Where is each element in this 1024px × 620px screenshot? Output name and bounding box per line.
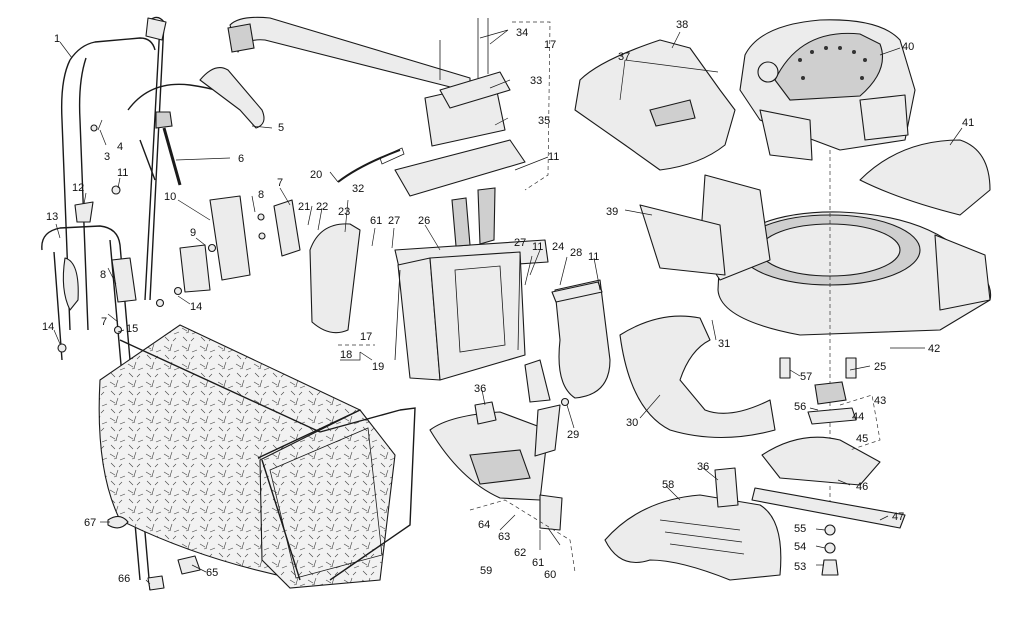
callout-36a: 36 xyxy=(474,383,486,395)
callout-31: 31 xyxy=(718,338,730,350)
callout-11a: 11 xyxy=(117,167,128,179)
callout-28: 28 xyxy=(570,247,582,259)
callout-37: 37 xyxy=(618,51,630,63)
callout-17b: 17 xyxy=(360,331,372,343)
cable-and-lever xyxy=(127,67,265,186)
callout-40: 40 xyxy=(902,41,914,53)
top-bar-handle xyxy=(227,16,526,197)
callout-23: 23 xyxy=(338,206,350,218)
callout-67: 67 xyxy=(84,517,96,529)
callout-53: 53 xyxy=(794,561,806,573)
callout-11b: 11 xyxy=(548,151,559,163)
blade-assembly xyxy=(751,150,906,576)
callout-24: 24 xyxy=(552,241,564,253)
callout-labels: 1 3 4 5 6 7 7 8 8 9 10 11 11 11 11 12 13… xyxy=(42,19,974,585)
callout-61b: 61 xyxy=(532,557,544,569)
callout-13: 13 xyxy=(46,211,58,223)
leader-lines xyxy=(53,29,963,585)
callout-1: 1 xyxy=(54,33,60,45)
callout-55: 55 xyxy=(794,523,806,535)
callout-10: 10 xyxy=(164,191,176,203)
callout-8a: 8 xyxy=(258,189,264,201)
callout-18: 18 xyxy=(340,349,352,361)
callout-6: 6 xyxy=(238,153,244,165)
callout-21: 21 xyxy=(298,201,310,213)
callout-41: 41 xyxy=(962,117,974,129)
callout-25: 25 xyxy=(874,361,886,373)
callout-15: 15 xyxy=(126,323,138,335)
callout-17a: 17 xyxy=(544,39,556,51)
callout-34: 34 xyxy=(516,27,528,39)
engine-cover-38 xyxy=(574,39,736,171)
callout-27a: 27 xyxy=(388,215,400,227)
callout-38: 38 xyxy=(676,19,688,31)
bag-small-parts xyxy=(107,515,201,591)
callout-56: 56 xyxy=(794,401,806,413)
callout-64: 64 xyxy=(478,519,490,531)
callout-19: 19 xyxy=(372,361,384,373)
side-cover xyxy=(309,223,361,334)
callout-30: 30 xyxy=(626,417,638,429)
callout-26: 26 xyxy=(418,215,430,227)
rear-flap-58 xyxy=(604,467,782,581)
bracket-lines xyxy=(338,21,881,573)
callout-44: 44 xyxy=(852,411,864,423)
callout-8b: 8 xyxy=(100,269,106,281)
callout-14a: 14 xyxy=(190,301,202,313)
callout-9: 9 xyxy=(190,227,196,239)
callout-11d: 11 xyxy=(588,251,599,263)
callout-7b: 7 xyxy=(101,316,107,328)
callout-27b: 27 xyxy=(514,237,526,249)
callout-60: 60 xyxy=(544,569,556,581)
grass-bag xyxy=(98,324,416,589)
callout-3: 3 xyxy=(104,151,110,163)
callout-22: 22 xyxy=(316,201,328,213)
callout-61a: 61 xyxy=(370,215,382,227)
callout-45: 45 xyxy=(856,433,868,445)
callout-42: 42 xyxy=(928,343,940,355)
callout-36b: 36 xyxy=(697,461,709,473)
callout-12: 12 xyxy=(72,182,84,194)
callout-29: 29 xyxy=(567,429,579,441)
discharge-chute xyxy=(429,279,776,501)
callout-4: 4 xyxy=(117,141,123,153)
callout-59: 59 xyxy=(480,565,492,577)
handle-brackets xyxy=(62,195,301,311)
callout-14b: 14 xyxy=(42,321,54,333)
callout-33: 33 xyxy=(530,75,542,87)
callout-63: 63 xyxy=(498,531,510,543)
callout-58: 58 xyxy=(662,479,674,491)
callout-20: 20 xyxy=(310,169,322,181)
deck xyxy=(639,139,992,336)
callout-66: 66 xyxy=(118,573,130,585)
callout-57: 57 xyxy=(800,371,812,383)
engine-vent-holes xyxy=(798,46,867,80)
callout-65: 65 xyxy=(206,567,218,579)
upper-handle xyxy=(60,16,167,331)
engine xyxy=(739,19,916,161)
callout-32: 32 xyxy=(352,183,364,195)
deflector-mechanism xyxy=(474,359,570,531)
callout-46: 46 xyxy=(856,481,868,493)
callout-47: 47 xyxy=(892,511,904,523)
callout-43: 43 xyxy=(874,395,886,407)
callout-39: 39 xyxy=(606,206,618,218)
callout-11c: 11 xyxy=(532,241,543,253)
rear-deflector-frame xyxy=(337,147,549,381)
callout-7a: 7 xyxy=(277,177,283,189)
small-fasteners-left xyxy=(57,124,266,353)
callout-54: 54 xyxy=(794,541,806,553)
callout-5: 5 xyxy=(278,122,284,134)
callout-35: 35 xyxy=(538,115,550,127)
callout-62: 62 xyxy=(514,547,526,559)
